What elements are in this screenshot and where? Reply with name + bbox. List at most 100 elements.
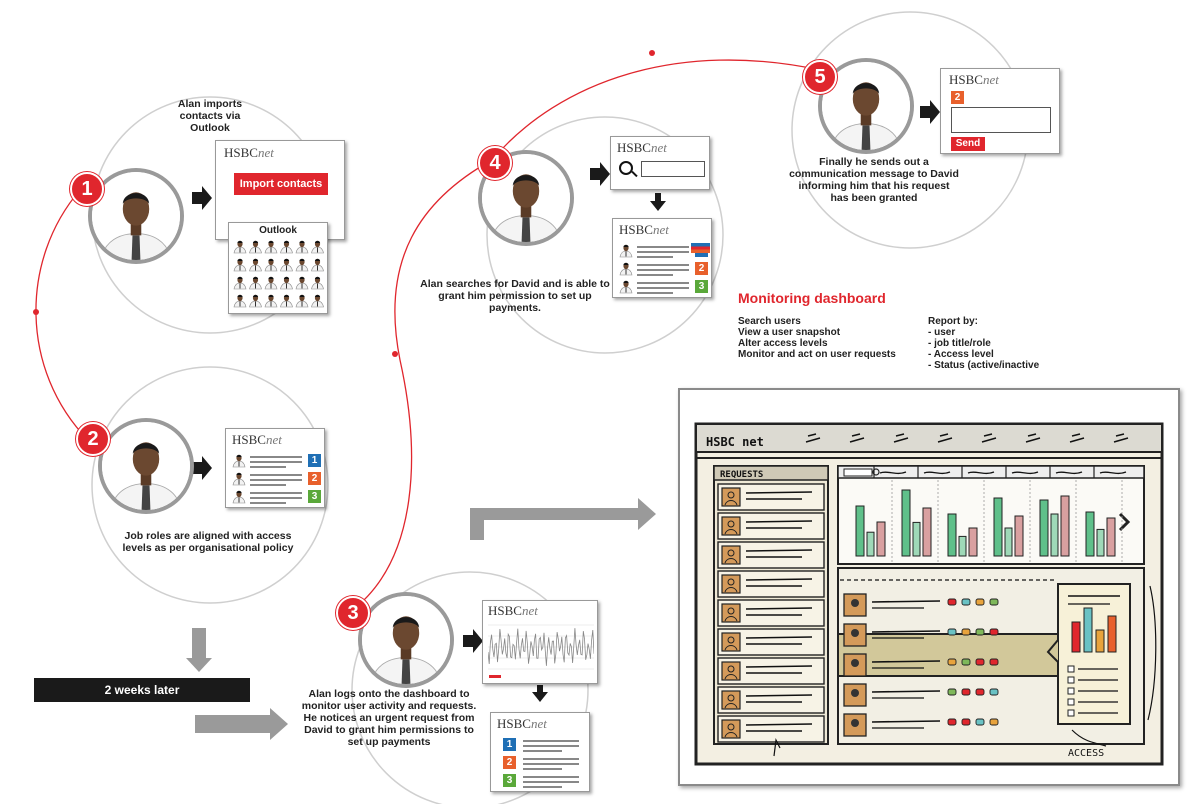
sketch-status-dot xyxy=(961,598,971,606)
sketch-bar-light xyxy=(1050,513,1059,557)
sketch-chart-bars xyxy=(855,480,1123,562)
person-icon xyxy=(264,294,278,308)
step-1-avatar xyxy=(88,168,184,264)
person-icon xyxy=(280,276,293,290)
search-icon[interactable] xyxy=(619,161,633,175)
sketch-side-bars xyxy=(1067,595,1120,717)
person-icon xyxy=(280,258,293,272)
sketch-status-dot xyxy=(947,598,957,606)
sketch-status-dot xyxy=(947,688,957,696)
ranked-row[interactable]: 2 xyxy=(619,261,709,278)
sketch-bar-green xyxy=(1085,511,1095,557)
row-lines xyxy=(250,453,302,471)
sketch-user-name-line xyxy=(871,690,941,693)
sketch-avatar xyxy=(721,487,741,507)
sketch-status-dot xyxy=(989,628,999,636)
activity-chart xyxy=(488,624,594,670)
sketch-avatar xyxy=(721,574,741,594)
row-lines xyxy=(523,755,579,773)
search-input[interactable] xyxy=(641,161,705,177)
ranked-row[interactable]: 3 xyxy=(503,773,585,791)
sketch-chart-tab xyxy=(923,471,951,475)
ranked-row[interactable]: 1 xyxy=(232,453,322,470)
sketch-tab-mark xyxy=(805,433,821,443)
hsbc-logo: HSBCnet xyxy=(617,140,667,155)
person-icon xyxy=(295,294,309,308)
step-1-badge: 1 xyxy=(70,172,104,206)
row-lines xyxy=(523,773,579,791)
sketch-bar-light xyxy=(866,531,875,557)
sketch-chart-tab xyxy=(1099,471,1127,475)
step-3-caption: Alan logs onto the dashboard to monitor … xyxy=(301,688,477,748)
sketch-access-label: ACCESS xyxy=(1068,748,1104,759)
sketch-status-dot xyxy=(975,688,985,696)
sketch-user-name-line xyxy=(871,630,941,633)
step-4-caption: Alan searches for David and is able to g… xyxy=(420,278,610,314)
step-2-badge: 2 xyxy=(76,422,110,456)
person-icon xyxy=(311,258,324,272)
sketch-tab-mark xyxy=(1069,433,1085,443)
report-item: - user xyxy=(928,327,956,338)
ranked-row[interactable]: 3 xyxy=(232,489,322,506)
person-icon xyxy=(295,258,309,272)
row-lines xyxy=(637,243,689,261)
person-icon xyxy=(619,280,633,294)
sketch-tab-mark xyxy=(1113,433,1129,443)
import-contacts-button[interactable]: Import contacts xyxy=(234,173,328,195)
sketch-status-dot xyxy=(947,658,957,666)
message-textarea[interactable] xyxy=(951,107,1051,133)
sketch-status-dot xyxy=(961,658,971,666)
row-lines xyxy=(523,737,579,755)
hsbc-logo: HSBCnet xyxy=(232,432,282,447)
ranked-row[interactable]: 1 xyxy=(503,737,585,755)
sketch-requests-label: REQUESTS xyxy=(720,470,763,480)
sketch-side-bar xyxy=(1083,607,1093,653)
sketch-user-name-line xyxy=(871,660,941,663)
sketch-bar-pink xyxy=(1106,517,1116,557)
sketch-side-bar xyxy=(1095,629,1105,653)
send-button[interactable]: Send xyxy=(951,137,985,151)
person-icon xyxy=(295,240,309,254)
man-avatar-icon xyxy=(822,62,910,150)
ranked-row[interactable]: 3 xyxy=(619,279,709,296)
outlook-card: Outlook xyxy=(228,222,328,314)
person-icon xyxy=(311,276,324,290)
step-4-badge: 4 xyxy=(478,146,512,180)
person-icon xyxy=(249,240,262,254)
sketch-request-rows xyxy=(717,483,825,743)
step-2-caption: Job roles are aligned with access levels… xyxy=(122,530,294,554)
sketch-chart-tab xyxy=(967,471,995,475)
ranked-row[interactable]: 2 xyxy=(232,471,322,488)
sketch-avatar xyxy=(721,545,741,565)
activity-series xyxy=(488,628,594,666)
sketch-avatar xyxy=(721,719,741,739)
sketch-checkbox xyxy=(1067,665,1075,673)
sketch-bar-light xyxy=(912,521,921,557)
sketch-chart-tab xyxy=(1055,471,1083,475)
person-icon xyxy=(619,262,633,276)
sketch-bar-green xyxy=(901,489,911,557)
person-icon xyxy=(233,258,247,272)
person-icon xyxy=(619,280,633,294)
sketch-checkbox xyxy=(1067,698,1075,706)
permission-flag[interactable] xyxy=(691,243,710,253)
rank-badge: 2 xyxy=(503,756,516,769)
sketch-search-box xyxy=(843,468,873,477)
ranked-row[interactable]: 2 xyxy=(503,755,585,773)
hsbc-logo: HSBCnet xyxy=(488,603,538,618)
sketch-status-dot xyxy=(975,628,985,636)
sketch-bar-green xyxy=(855,505,865,557)
row-lines xyxy=(250,471,302,489)
step-2-avatar xyxy=(98,418,194,514)
dashboard-sketch-drawing: HSBC net REQUESTS ACCESS xyxy=(694,422,1164,766)
sketch-side-bar xyxy=(1107,615,1117,653)
sketch-status-dot xyxy=(947,718,957,726)
person-icon xyxy=(264,258,278,272)
sketch-status-dot xyxy=(989,688,999,696)
sketch-avatar xyxy=(721,603,741,623)
monitoring-actions: Search users View a user snapshot Alter … xyxy=(738,316,918,360)
report-title: Report by: xyxy=(928,316,978,327)
report-item: - job title/role xyxy=(928,338,991,349)
sketch-side-bar xyxy=(1071,621,1081,653)
